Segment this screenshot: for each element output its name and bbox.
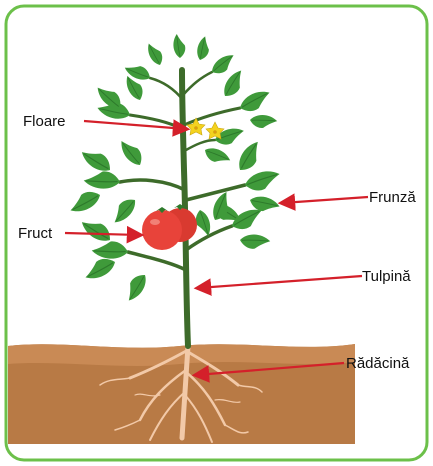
label-floare: Floare xyxy=(23,113,66,130)
label-frunza: Frunză xyxy=(369,189,416,206)
label-tulpina: Tulpină xyxy=(362,268,411,285)
label-fruct: Fruct xyxy=(18,225,53,242)
label-radacina: Rădăcină xyxy=(346,355,410,372)
